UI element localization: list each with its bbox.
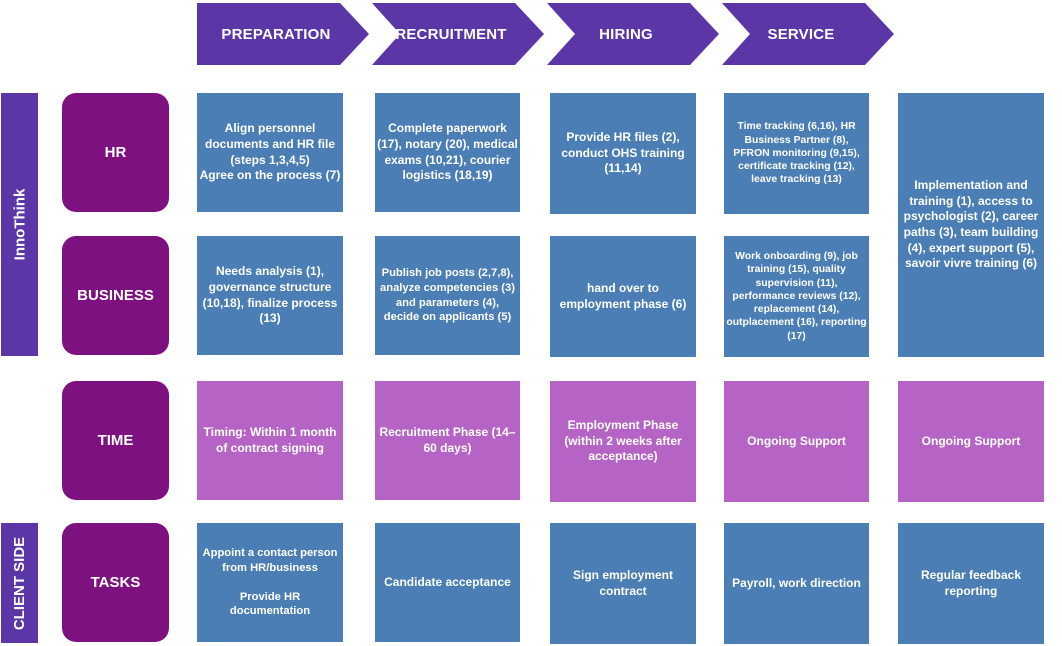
row-label-tasks: TASKS — [62, 523, 169, 642]
business-hiring-cell: hand over to employment phase (6) — [550, 236, 696, 357]
phase-label: RECRUITMENT — [395, 25, 507, 43]
tasks-preparation-cell: Appoint a contact person from HR/busines… — [197, 523, 343, 642]
tasks-service-cell: Payroll, work direction — [724, 523, 869, 644]
hr-preparation-cell: Align personnel documents and HR file (s… — [197, 93, 343, 212]
phase-label: HIRING — [599, 25, 653, 43]
phase-hiring: HIRING — [547, 3, 719, 65]
phase-label: PREPARATION — [221, 25, 331, 43]
side-label-provider: InnoThink — [1, 93, 38, 356]
tasks-extra-cell: Regular feedback reporting — [898, 523, 1044, 644]
business-recruitment-cell: Publish job posts (2,7,8), analyze compe… — [375, 236, 520, 355]
hr-recruitment-cell: Complete paperwork (17), notary (20), me… — [375, 93, 520, 212]
extra-support-cell: Implementation and training (1), access … — [898, 93, 1044, 357]
tasks-recruitment-cell: Candidate acceptance — [375, 523, 520, 642]
row-label-business: BUSINESS — [62, 236, 169, 355]
time-extra-cell: Ongoing Support — [898, 381, 1044, 502]
time-preparation-cell: Timing: Within 1 month of contract signi… — [197, 381, 343, 500]
business-service-cell: Work onboarding (9), job training (15), … — [724, 236, 869, 357]
phase-preparation: PREPARATION — [197, 3, 369, 65]
hr-hiring-cell: Provide HR files (2), conduct OHS traini… — [550, 93, 696, 214]
phase-service: SERVICE — [722, 3, 894, 65]
row-label-time: TIME — [62, 381, 169, 500]
time-hiring-cell: Employment Phase (within 2 weeks after a… — [550, 381, 696, 502]
time-service-cell: Ongoing Support — [724, 381, 869, 502]
time-recruitment-cell: Recruitment Phase (14–60 days) — [375, 381, 520, 500]
tasks-hiring-cell: Sign employment contract — [550, 523, 696, 644]
phase-recruitment: RECRUITMENT — [372, 3, 544, 65]
side-label-client: CLIENT SIDE — [1, 523, 38, 643]
row-label-hr: HR — [62, 93, 169, 212]
business-preparation-cell: Needs analysis (1), governance structure… — [197, 236, 343, 355]
phase-label: SERVICE — [767, 25, 835, 43]
hr-service-cell: Time tracking (6,16), HR Business Partne… — [724, 93, 869, 214]
